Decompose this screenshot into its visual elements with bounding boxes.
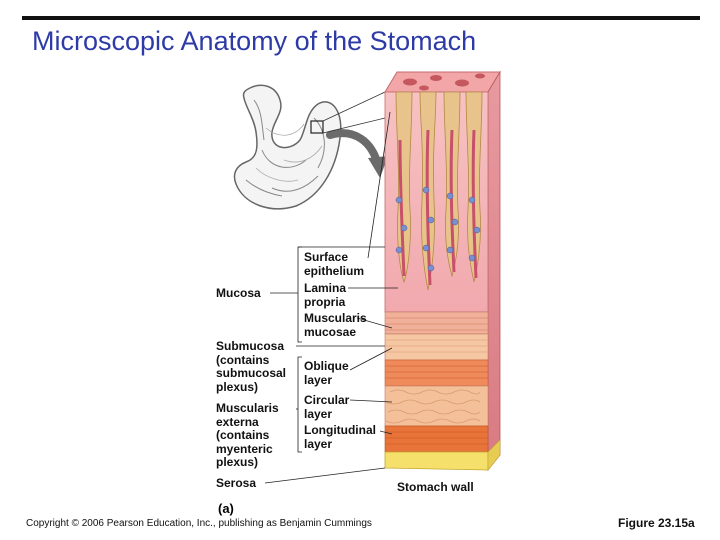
page-title: Microscopic Anatomy of the Stomach: [32, 26, 477, 56]
label-muscularis-line1: Muscularis: [216, 401, 279, 415]
label-oblique-line2: layer: [304, 372, 333, 387]
muscularis-mucosae-layer: [384, 311, 489, 335]
gastric-glands: [395, 91, 483, 291]
label-muscularis-line3: (contains: [216, 428, 270, 442]
label-mm-line1: Muscularis: [304, 311, 367, 325]
label-oblique-layer: Oblique layer: [304, 359, 349, 387]
label-serosa: Serosa: [216, 476, 257, 490]
leader-lines: [264, 111, 398, 484]
figure-number: Figure 23.15a: [618, 516, 695, 530]
stomach-outline-icon: [233, 84, 342, 210]
label-longitudinal-line1: Longitudinal: [304, 423, 376, 437]
label-submucosa-line4: plexus): [216, 379, 259, 394]
label-mm-line2: mucosae: [304, 324, 357, 339]
label-longitudinal-line2: layer: [304, 436, 333, 451]
label-muscularis-mucosae: Muscularis mucosae: [304, 311, 367, 339]
label-muscularis-externa: Muscularis externa (contains myenteric p…: [216, 401, 279, 470]
label-surface-epithelium: Surface epithelium: [304, 250, 365, 278]
stomach-wall-block: [384, 70, 501, 472]
label-circular-line1: Circular: [304, 393, 350, 407]
serosa-layer: [384, 451, 489, 471]
label-lamina-line2: propria: [304, 294, 346, 309]
title-rule: [22, 16, 700, 20]
label-oblique-line1: Oblique: [304, 359, 349, 373]
label-submucosa: Submucosa (contains submucosal plexus): [216, 339, 287, 394]
label-submucosa-line1: Submucosa: [216, 339, 285, 353]
label-stomach-wall: Stomach wall: [397, 480, 474, 494]
label-circular-line2: layer: [304, 406, 333, 421]
label-surface-line2: epithelium: [304, 263, 365, 278]
label-submucosa-line2: (contains: [216, 352, 270, 367]
copyright-notice: Copyright © 2006 Pearson Education, Inc.…: [26, 518, 372, 529]
oblique-muscle-layer: [384, 333, 489, 361]
label-mucosa: Mucosa: [216, 286, 261, 300]
label-lamina-line1: Lamina: [304, 281, 347, 295]
label-muscularis-line4: myenteric: [216, 441, 273, 456]
label-muscularis-line2: externa: [216, 414, 259, 429]
label-circular-layer: Circular layer: [304, 393, 350, 421]
label-muscularis-line5: plexus): [216, 455, 259, 469]
label-lamina-propria: Lamina propria: [304, 281, 347, 309]
label-surface-line1: Surface: [304, 250, 349, 264]
label-submucosa-line3: submucosal: [216, 366, 287, 380]
label-longitudinal-layer: Longitudinal layer: [304, 423, 376, 451]
longitudinal-muscle-layer: [384, 425, 489, 453]
figure-part-label: (a): [218, 501, 234, 516]
